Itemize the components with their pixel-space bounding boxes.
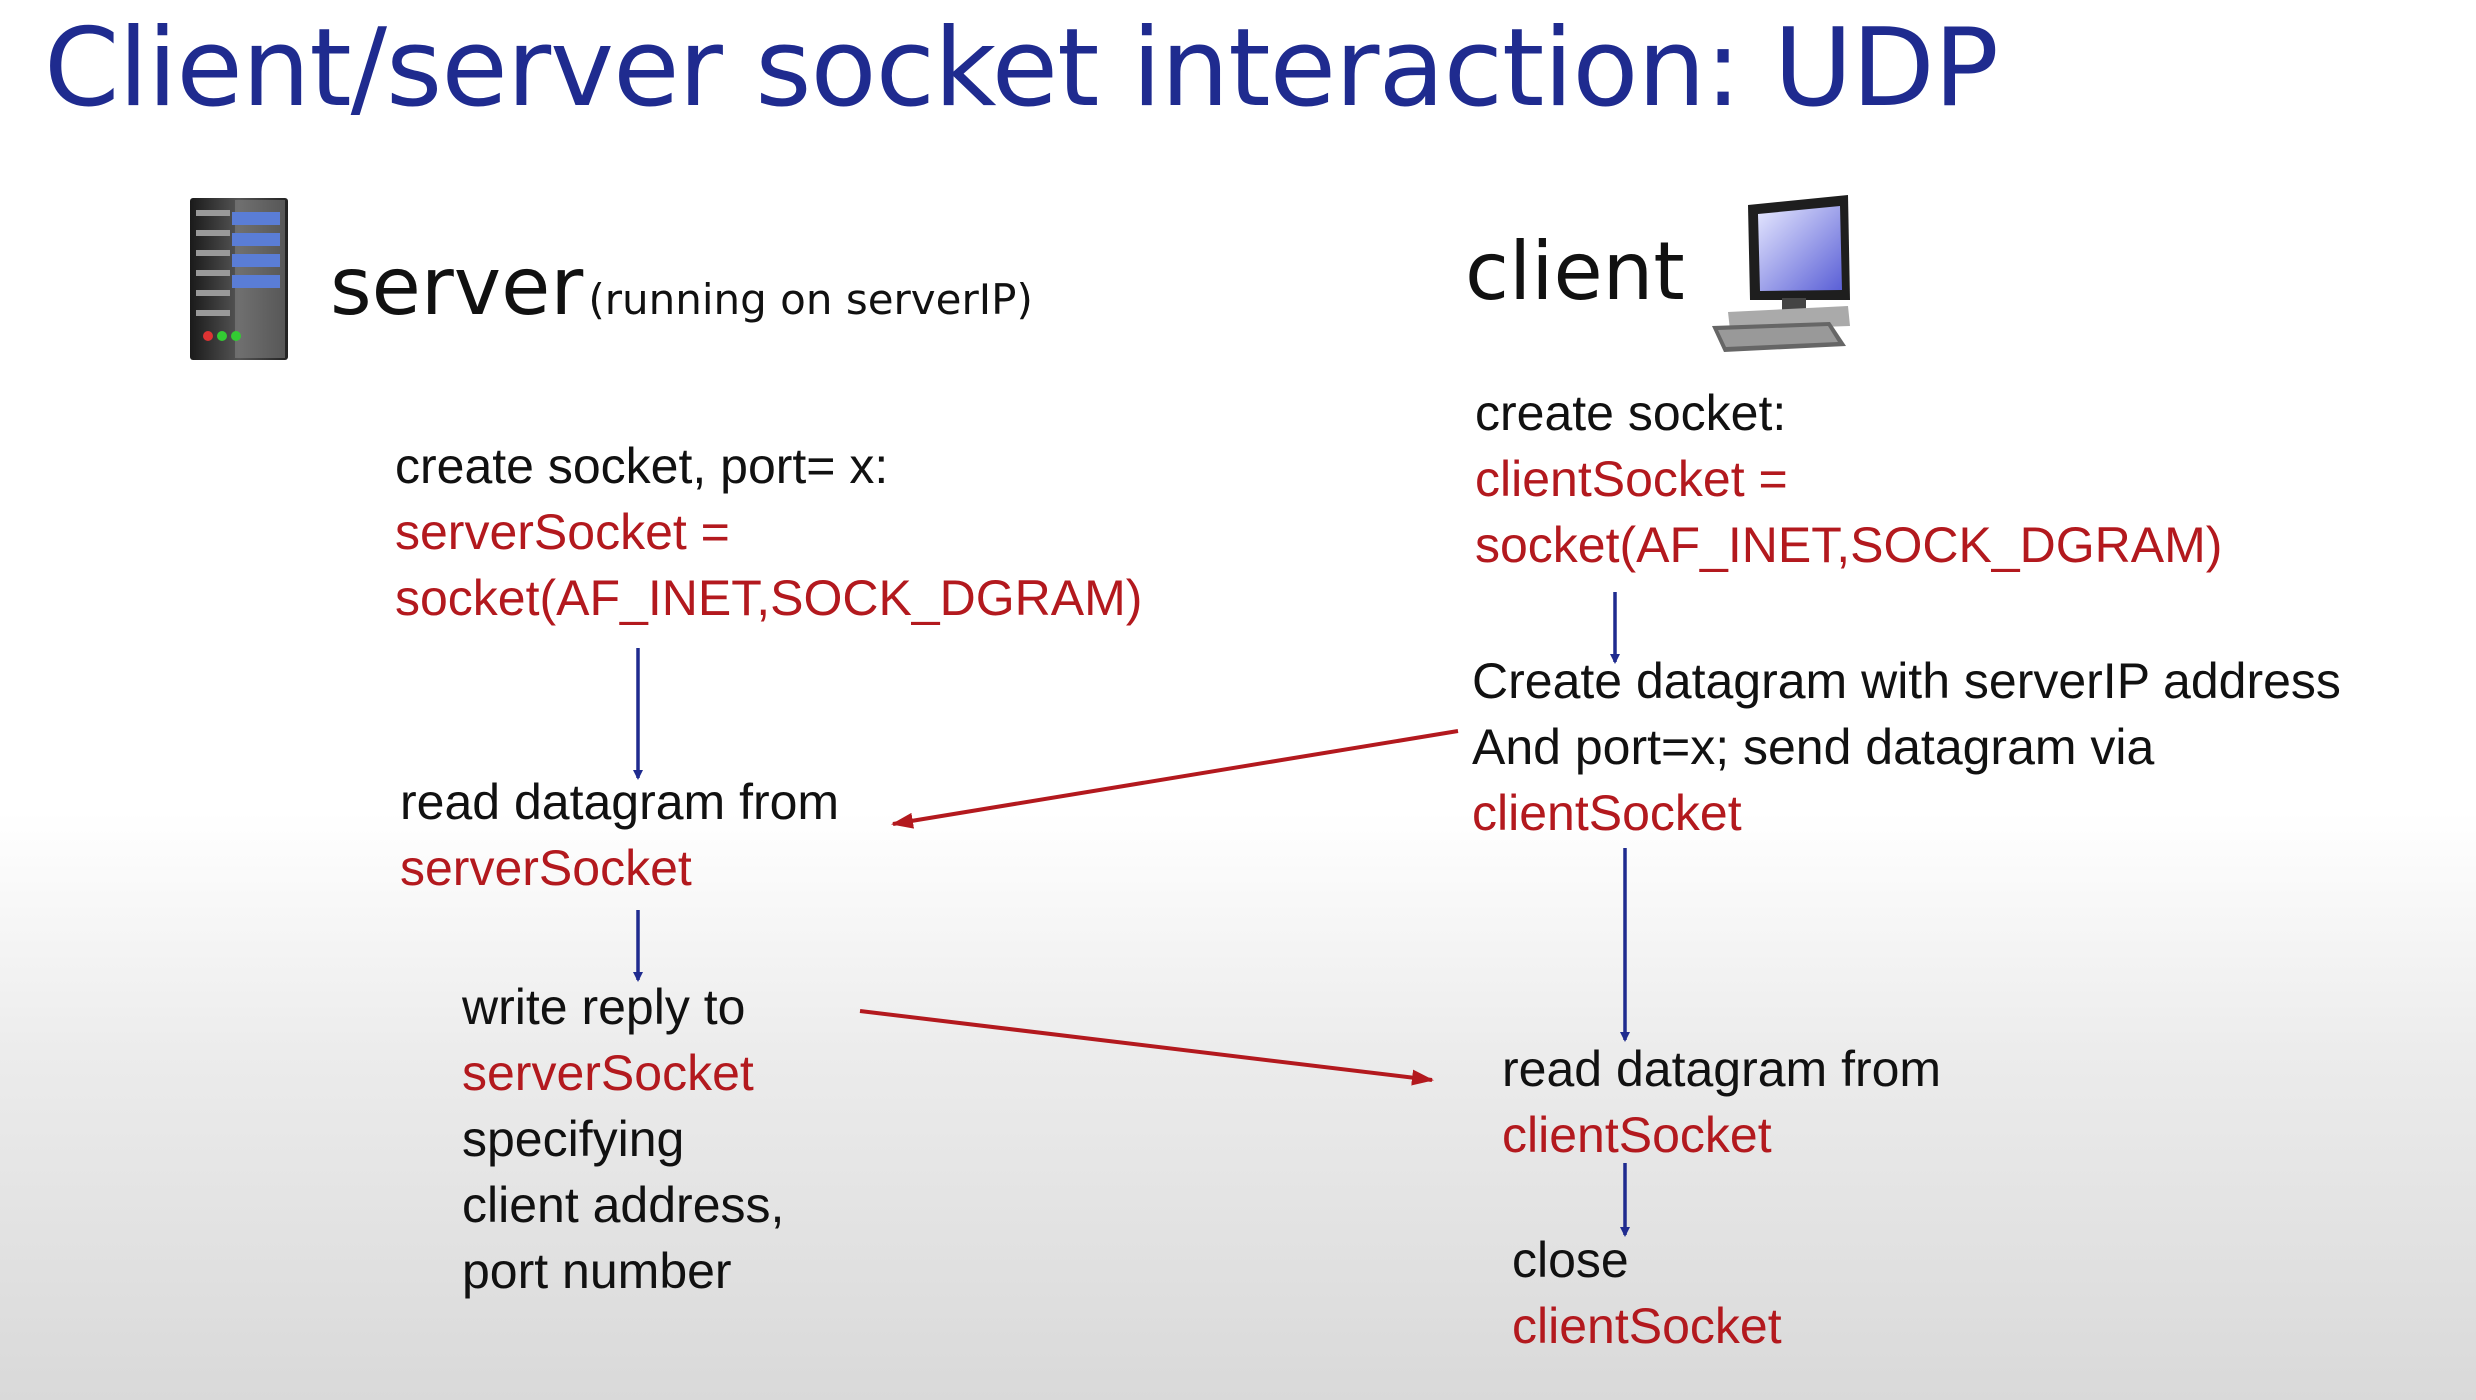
code-text: serverSocket (400, 840, 692, 896)
code-text: clientSocket (1472, 785, 1742, 841)
step-text: client address, (462, 1177, 785, 1233)
message-arrow-reply (859, 1009, 1434, 1086)
client-heading: client (1465, 225, 1685, 318)
step-text: write reply to (462, 979, 746, 1035)
message-arrow-request (891, 729, 1459, 829)
code-text: clientSocket (1502, 1107, 1772, 1163)
server-note: (running on serverIP) (588, 275, 1033, 324)
code-text: serverSocket (462, 1045, 754, 1101)
client-label: client (1465, 225, 1685, 318)
server-read-step: read datagram from serverSocket (400, 769, 839, 901)
step-text: create socket, port= x: (395, 438, 889, 494)
server-heading: server (running on serverIP) (330, 240, 1033, 333)
client-read-step: read datagram from clientSocket (1502, 1036, 1941, 1168)
step-text: create socket: (1475, 385, 1787, 441)
step-text: read datagram from (1502, 1041, 1942, 1097)
code-text: socket(AF_INET,SOCK_DGRAM) (1475, 517, 2223, 573)
step-text: close (1512, 1232, 1629, 1288)
code-text: clientSocket = (1475, 451, 1788, 507)
server-create-step: create socket, port= x: serverSocket = s… (395, 433, 1142, 631)
client-create-step: create socket: clientSocket = socket(AF_… (1475, 380, 2222, 578)
client-send-step: Create datagram with serverIP address An… (1472, 648, 2341, 846)
step-text: Create datagram with serverIP address (1472, 653, 2341, 709)
step-text: specifying (462, 1111, 685, 1167)
slide-title: Client/server socket interaction: UDP (44, 6, 1999, 131)
step-text: port number (462, 1243, 732, 1299)
client-close-step: close clientSocket (1512, 1227, 1782, 1359)
step-text: read datagram from (400, 774, 840, 830)
server-label: server (330, 240, 584, 333)
code-text: serverSocket = (395, 504, 730, 560)
server-write-step: write reply to serverSocket specifying c… (462, 974, 784, 1304)
step-text: And port=x; send datagram via (1472, 719, 2155, 775)
code-text: clientSocket (1512, 1298, 1782, 1354)
code-text: socket(AF_INET,SOCK_DGRAM) (395, 570, 1143, 626)
